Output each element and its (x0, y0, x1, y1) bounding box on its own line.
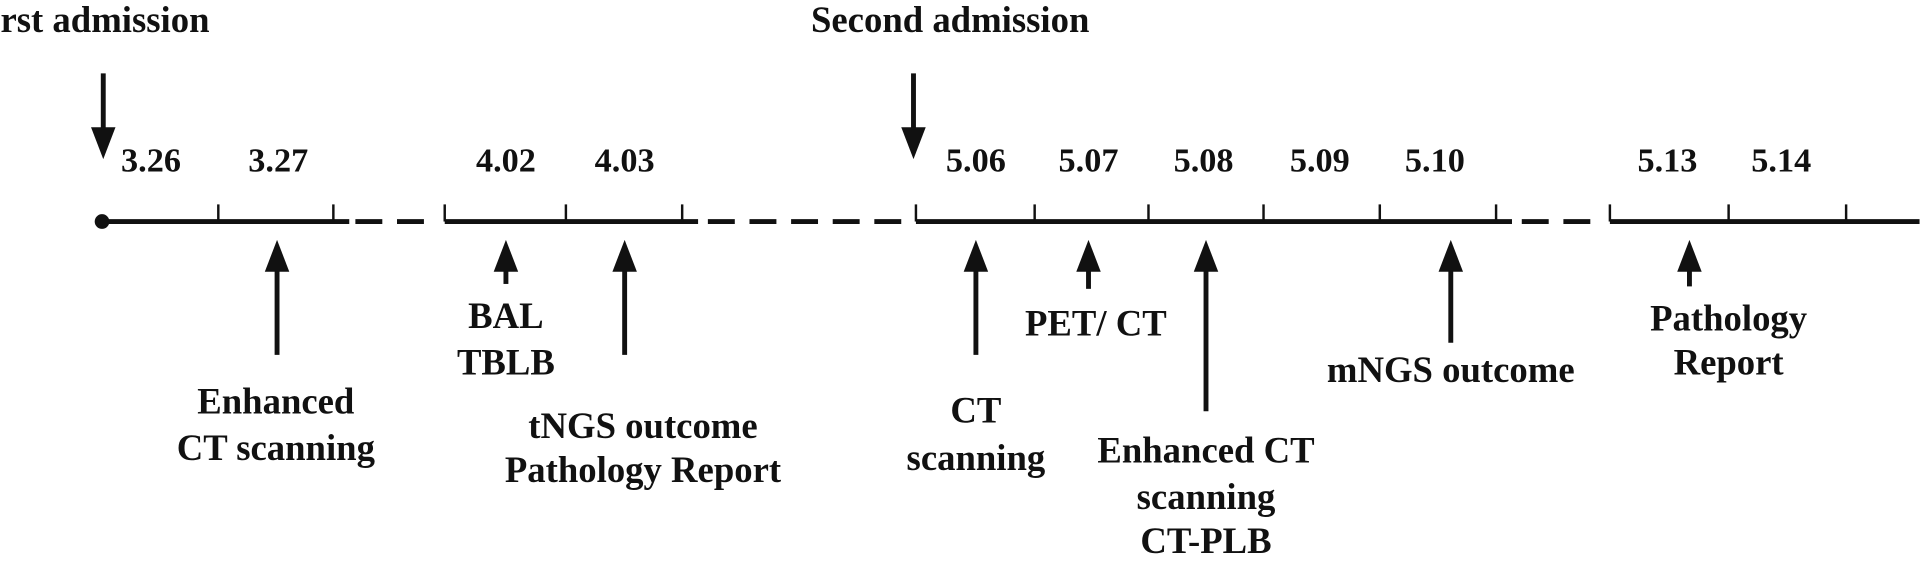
up-arrow-icon (264, 239, 290, 355)
event-label-pet-ct: PET/ CT (1025, 302, 1167, 343)
date-label: 4.03 (595, 141, 655, 179)
start-dot (94, 214, 110, 229)
first-admission-arrow-icon (91, 73, 116, 160)
up-arrow-icon (493, 239, 519, 284)
date-label: 3.26 (121, 141, 181, 179)
date-label: 4.02 (476, 141, 536, 179)
second-admission-arrow-icon (901, 73, 926, 160)
up-arrow-icon (612, 239, 637, 355)
up-arrow-icon (1677, 239, 1702, 287)
date-label: 5.09 (1290, 141, 1350, 179)
date-label: 5.07 (1059, 141, 1119, 179)
up-arrow-icon (1438, 239, 1464, 343)
date-label: 3.27 (248, 141, 308, 179)
up-arrow-icon (963, 239, 989, 355)
second-admission-label: Second admission (811, 0, 1089, 40)
date-label: 5.14 (1751, 141, 1811, 179)
up-arrow-icon (1193, 239, 1219, 412)
first-admission-label: rst admission (0, 0, 209, 40)
date-labels: 3.26 3.27 4.02 4.03 5.06 5.07 5.08 5.09 5.10 5.13… (121, 141, 1811, 179)
up-arrow-icon (1076, 239, 1101, 289)
date-label: 5.10 (1405, 141, 1465, 179)
event-arrows (91, 73, 1702, 412)
event-label-mngs: mNGS outcome (1327, 349, 1575, 390)
timeline-axis (94, 204, 1920, 229)
date-label: 5.06 (946, 141, 1006, 179)
date-label: 5.13 (1637, 141, 1697, 179)
date-label: 5.08 (1174, 141, 1234, 179)
